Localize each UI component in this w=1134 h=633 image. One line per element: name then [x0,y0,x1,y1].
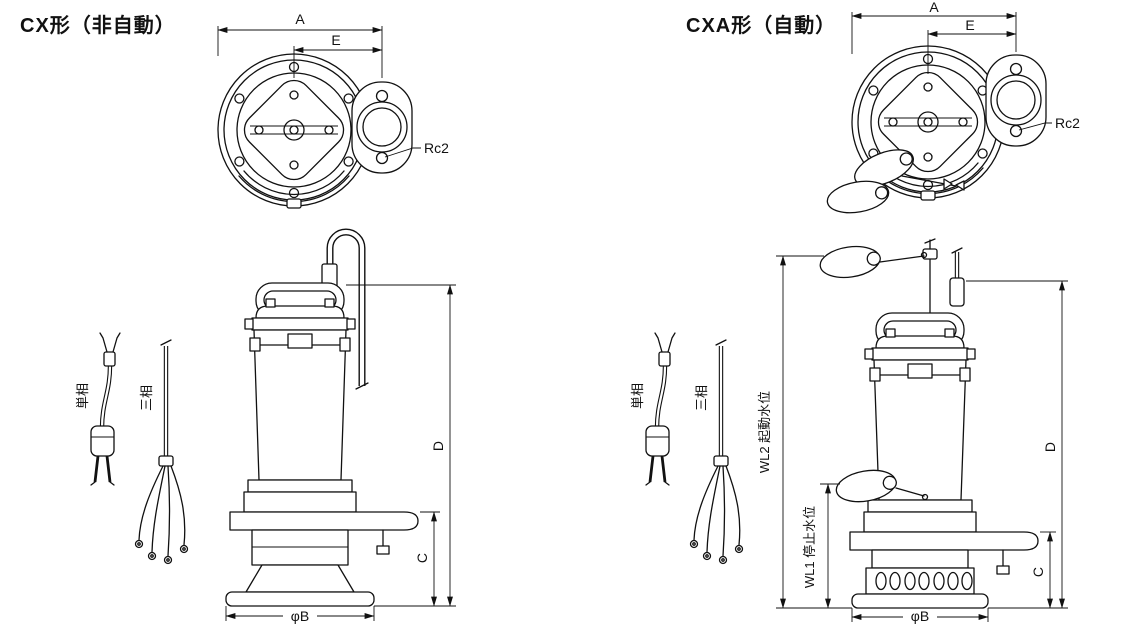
cxa-dim-c-label: C [1030,567,1046,577]
suction-skirt [245,564,355,593]
cx-three-phase-label: 三相 [139,385,154,411]
cxa-top-view [826,45,1047,214]
cxa-top-dimensions [851,12,1052,131]
discharge-port [356,101,408,153]
discharge-port [990,74,1042,126]
three-phase-leads [136,340,188,564]
cxa-rc2-label: Rc2 [1055,115,1080,131]
pump-casing [863,511,977,533]
upper-float-switch [819,245,928,279]
volute-flange [229,511,419,531]
cxa-three-phase-label: 三相 [694,385,709,411]
cx-power-cables [91,333,188,564]
discharge-flange [351,81,413,174]
cx-side-dimensions [225,284,456,621]
cxa-wl2-label: WL2 起動水位 [757,391,772,473]
three-phase-leads [691,340,743,564]
cable-gland [949,277,965,307]
left-title: CX形（非自動） [20,13,176,37]
cx-dim-b-label: φB [291,608,309,624]
motor-housing [253,329,347,481]
motor-cap [875,335,965,349]
cxa-side-dimensions [776,255,1068,622]
cx-rc2-label: Rc2 [424,140,449,156]
single-phase-plug [91,333,120,485]
volute-flange [849,531,1039,551]
float-ball [826,180,890,214]
cx-dim-e-label: E [331,32,340,48]
cx-dim-a-label: A [295,11,305,27]
cxa-wl1-label: WL1 停止水位 [802,506,817,588]
lower-float-switch [835,469,929,503]
wing-bolt [943,178,965,191]
cx-dim-d-label: D [430,441,446,451]
cxa-dim-e-label: E [965,17,974,33]
cx-top-dimensions [217,26,421,158]
float-ball [854,149,914,187]
bolt-holes [234,61,354,199]
pump-casing [243,491,357,513]
cxa-power-cables [646,333,743,564]
right-title: CXA形（自動） [686,13,836,37]
cxa-dim-a-label: A [929,0,939,15]
cx-dim-c-label: C [414,553,430,563]
cx-side-view [225,228,419,607]
strainer [865,567,975,595]
cx-single-phase-label: 単相 [75,383,90,409]
base-plate [851,593,989,609]
strainer-slots [875,571,973,591]
cxa-dim-b-label: φB [911,608,929,624]
cxa-single-phase-label: 単相 [630,383,645,409]
casing-cross [243,79,345,181]
cxa-side-view [819,238,1039,609]
float-switches-top [826,149,965,214]
single-phase-plug [646,333,675,485]
cx-top-view [217,53,413,209]
motor-cap [255,305,345,319]
cxa-dim-d-label: D [1042,442,1058,452]
base-plate [225,591,375,607]
discharge-flange [985,54,1047,147]
